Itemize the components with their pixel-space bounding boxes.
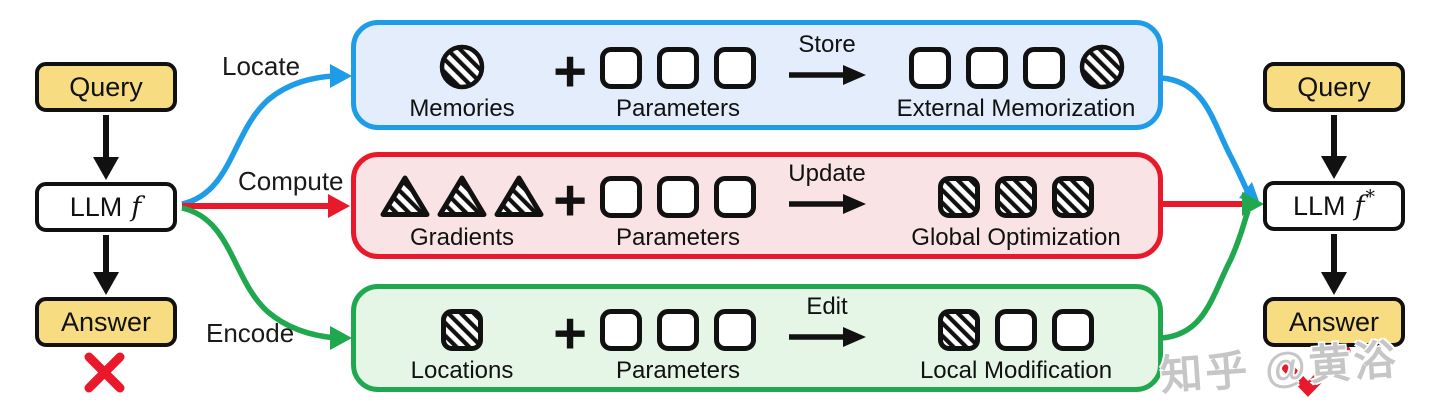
square-icon	[1051, 308, 1095, 352]
left-llm-label: LLM	[69, 191, 123, 222]
watermark: 知乎 @黄浴	[1158, 335, 1401, 400]
external-memorization-group: External Memorization	[890, 44, 1142, 122]
left-answer-box: Answer	[35, 297, 177, 347]
square-icon	[713, 46, 757, 90]
edit-action: Edit	[765, 294, 889, 349]
right-llm-var: f	[1354, 190, 1365, 222]
locations-icons	[440, 308, 484, 352]
square-icon	[656, 46, 700, 90]
locations-label: Locations	[410, 357, 514, 384]
left-llm-box: LLM f	[35, 182, 177, 232]
square-icon	[713, 308, 757, 352]
external-memorization-icons	[908, 44, 1125, 90]
circle-hatched-icon	[439, 44, 485, 90]
right-llm-box: LLM f*	[1263, 181, 1405, 231]
right-query-box: Query	[1263, 62, 1405, 112]
store-label: Store	[798, 31, 856, 58]
memories-icons	[439, 44, 485, 90]
left-query-box: Query	[35, 62, 177, 112]
square-icon	[965, 46, 1009, 90]
global-optimization-icons	[937, 175, 1095, 219]
local-modification-icons	[937, 308, 1095, 352]
parameters-label: Parameters	[615, 224, 741, 251]
right-query-label: Query	[1297, 71, 1371, 102]
store-action: Store	[765, 32, 889, 87]
parameters-label: Parameters	[615, 357, 741, 384]
square-icon	[908, 46, 952, 90]
arrow-right-icon	[789, 65, 866, 85]
external-memorization-label: External Memorization	[896, 95, 1136, 122]
edit-label: Edit	[806, 293, 848, 320]
plus-icon: +	[553, 168, 587, 233]
arrow-memorization-to-llm	[1161, 75, 1260, 204]
band-external-memorization: Memories + Parameters Store External Mem…	[351, 20, 1163, 130]
parameters-icons	[599, 308, 757, 352]
arrow-modification-to-llm	[1161, 192, 1264, 341]
square-hatched-icon	[1051, 175, 1095, 219]
square-icon	[994, 308, 1038, 352]
right-llm-label: LLM	[1292, 190, 1346, 221]
arrow-right-llm-to-answer	[1321, 234, 1347, 295]
plus-icon: +	[553, 301, 587, 366]
left-llm-var: f	[131, 191, 142, 223]
band-local-modification: Locations + Parameters Edit Local Modifi…	[351, 284, 1163, 392]
plus-icon: +	[553, 39, 587, 104]
gradients-group: Gradients	[376, 173, 548, 251]
triangle-hatched-icon	[493, 173, 545, 219]
update-action: Update	[765, 161, 889, 216]
arrow-right-icon	[789, 327, 866, 347]
arrow-right-icon	[789, 194, 866, 214]
triangle-hatched-icon	[436, 173, 488, 219]
arrow-left-query-to-llm	[93, 115, 119, 180]
arrow-left-llm-to-answer	[93, 235, 119, 295]
global-optimization-group: Global Optimization	[890, 175, 1142, 251]
circle-hatched-icon	[1079, 44, 1125, 90]
square-icon	[599, 46, 643, 90]
branch-label-locate: Locate	[222, 51, 301, 81]
triangle-hatched-icon	[379, 173, 431, 219]
global-optimization-label: Global Optimization	[911, 224, 1121, 251]
square-hatched-icon	[937, 175, 981, 219]
parameters-group: Parameters	[592, 175, 764, 251]
local-modification-label: Local Modification	[919, 357, 1113, 384]
right-answer-box: Answer	[1263, 297, 1405, 347]
parameters-group: Parameters	[592, 46, 764, 122]
left-query-label: Query	[69, 71, 143, 102]
square-icon	[713, 175, 757, 219]
square-icon	[599, 175, 643, 219]
square-icon	[656, 175, 700, 219]
branch-label-encode: Encode	[206, 318, 295, 348]
arrow-compute-branch	[182, 194, 350, 218]
gradients-label: Gradients	[409, 224, 515, 251]
band-global-optimization: Gradients + Parameters Update Global Opt…	[351, 152, 1163, 259]
branch-label-compute: Compute	[238, 166, 344, 196]
left-answer-label: Answer	[60, 306, 152, 337]
local-modification-group: Local Modification	[890, 308, 1142, 384]
square-icon	[1022, 46, 1066, 90]
square-icon	[599, 308, 643, 352]
memories-group: Memories	[376, 44, 548, 122]
gradients-icons	[379, 173, 545, 219]
arrow-right-query-to-llm	[1321, 115, 1347, 179]
square-icon	[656, 308, 700, 352]
memories-label: Memories	[409, 95, 515, 122]
parameters-icons	[599, 46, 757, 90]
parameters-group: Parameters	[592, 308, 764, 384]
parameters-icons	[599, 175, 757, 219]
square-hatched-icon	[994, 175, 1038, 219]
square-hatched-icon	[440, 308, 484, 352]
right-llm-sup: *	[1365, 185, 1376, 208]
right-answer-label: Answer	[1288, 306, 1380, 337]
parameters-label: Parameters	[615, 95, 741, 122]
square-hatched-icon	[937, 308, 981, 352]
locations-group: Locations	[376, 308, 548, 384]
red-cross-icon	[84, 352, 125, 393]
update-label: Update	[788, 160, 866, 187]
